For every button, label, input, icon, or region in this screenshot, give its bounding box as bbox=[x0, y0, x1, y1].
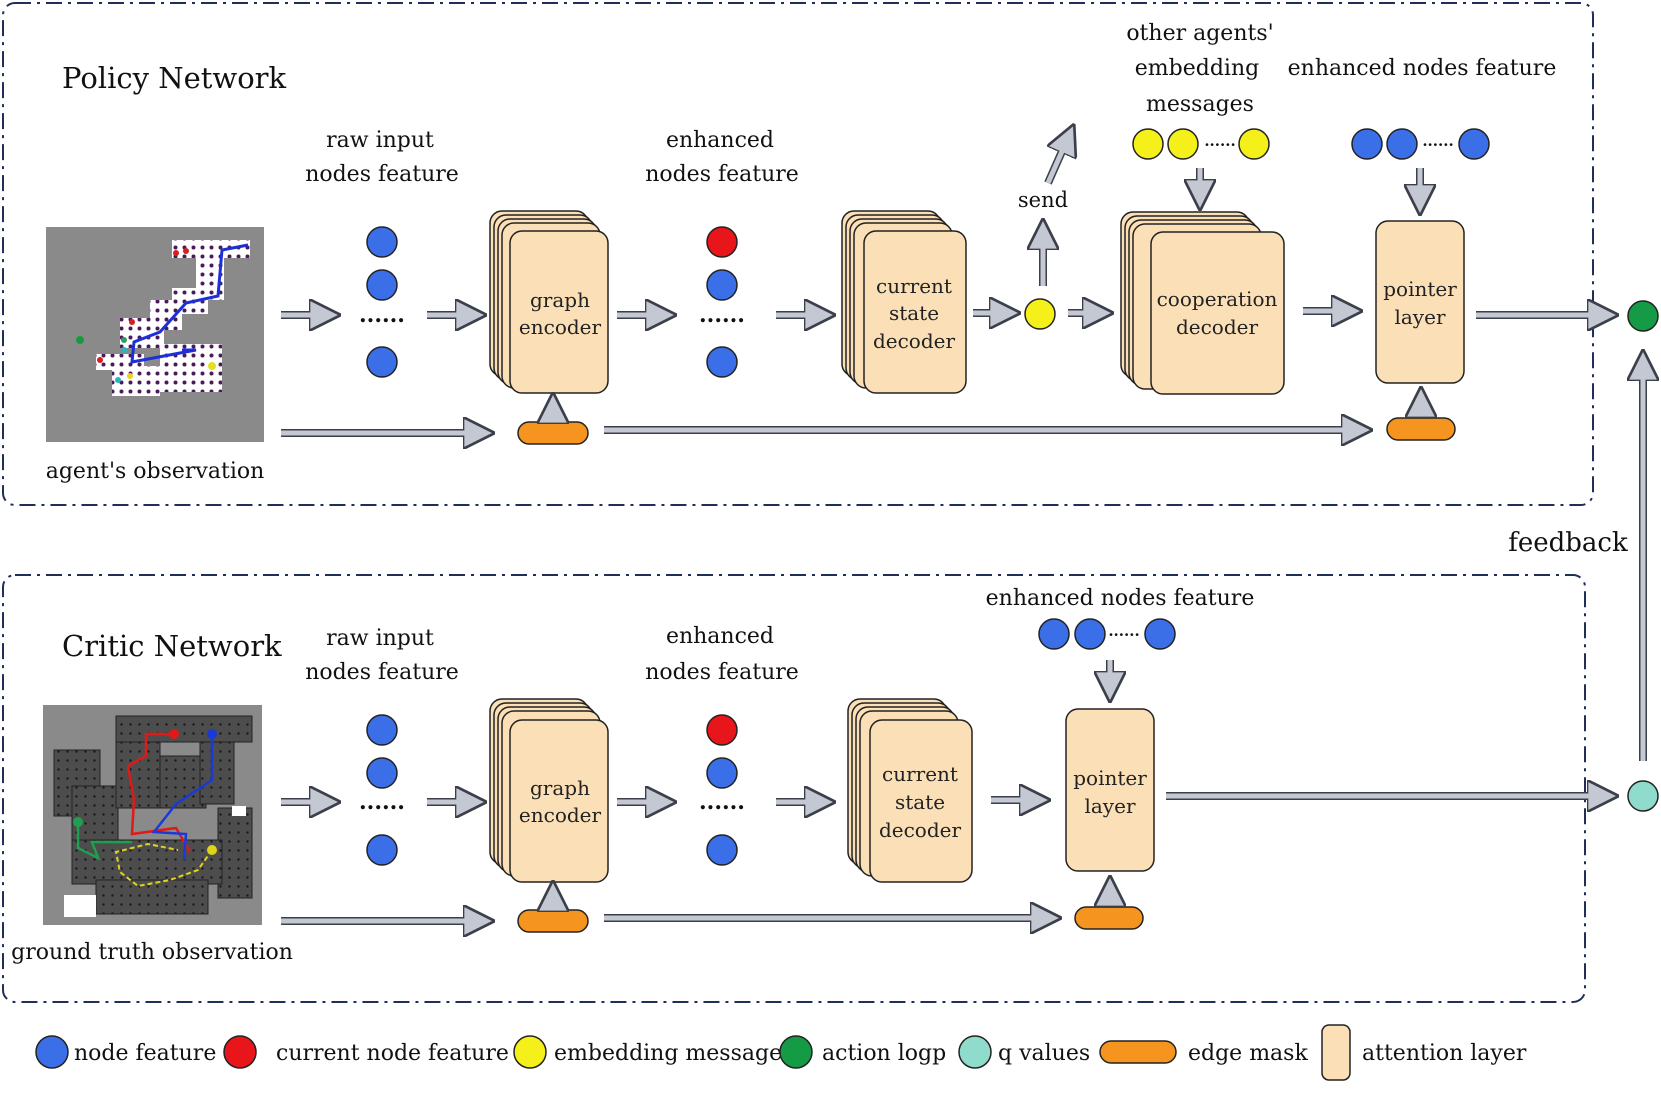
other-agents-line2: embedding bbox=[1135, 56, 1259, 81]
state-decoder-line3: decoder bbox=[879, 818, 962, 842]
critic-network-frame bbox=[2, 574, 1586, 1003]
ellipsis: ...... bbox=[699, 789, 745, 815]
embedding-message-icon bbox=[513, 1035, 547, 1069]
edge-mask bbox=[517, 421, 589, 445]
current-node-feature bbox=[706, 226, 738, 258]
node-feature bbox=[1458, 128, 1490, 160]
legend-label: attention layer bbox=[1362, 1041, 1527, 1066]
current-node-feature bbox=[706, 714, 738, 746]
edge-mask bbox=[1074, 906, 1144, 930]
ground-truth-observation-image bbox=[43, 705, 262, 925]
node-feature bbox=[1038, 618, 1070, 650]
critic-raw-label-line2: nodes feature bbox=[305, 660, 459, 685]
policy-raw-label-line1: raw input bbox=[326, 128, 434, 153]
critic-enh-right-label: enhanced nodes feature bbox=[986, 586, 1255, 611]
node-feature bbox=[706, 346, 738, 378]
node-feature bbox=[366, 834, 398, 866]
current-node-icon bbox=[223, 1035, 257, 1069]
critic-enh-label-line1: enhanced bbox=[666, 624, 774, 649]
graph-encoder-line1: graph bbox=[530, 776, 590, 800]
state-decoder-line1: current bbox=[876, 274, 952, 298]
embedding-message bbox=[1167, 128, 1199, 160]
node-feature bbox=[366, 226, 398, 258]
policy-network-frame bbox=[2, 2, 1594, 506]
attention-layer-icon bbox=[1321, 1024, 1351, 1081]
policy-enh-label-line2: nodes feature bbox=[645, 162, 799, 187]
agent-observation-caption: agent's observation bbox=[46, 459, 265, 484]
node-feature bbox=[1144, 618, 1176, 650]
embedding-message bbox=[1132, 128, 1164, 160]
policy-raw-label-line2: nodes feature bbox=[305, 162, 459, 187]
send-label: send bbox=[1018, 188, 1068, 212]
critic-raw-label-line1: raw input bbox=[326, 626, 434, 651]
graph-encoder-line2: encoder bbox=[519, 803, 602, 827]
cooperation-decoder: cooperation decoder bbox=[1120, 211, 1285, 395]
critic-pointer-layer: pointer layer bbox=[1065, 708, 1155, 872]
legend: node feature current node feature embedd… bbox=[35, 1024, 1527, 1081]
node-feature bbox=[1074, 618, 1106, 650]
arrow bbox=[1045, 129, 1074, 185]
state-decoder-line2: state bbox=[895, 790, 945, 814]
policy-state-decoder: current state decoder bbox=[841, 210, 967, 394]
node-feature bbox=[366, 757, 398, 789]
ellipsis: ...... bbox=[1108, 622, 1139, 640]
graph-encoder-line2: encoder bbox=[519, 315, 602, 339]
legend-label: node feature bbox=[74, 1041, 216, 1066]
critic-network-title: Critic Network bbox=[62, 629, 282, 663]
node-feature bbox=[706, 834, 738, 866]
state-decoder-line2: state bbox=[889, 301, 939, 325]
legend-label: action logp bbox=[822, 1041, 946, 1066]
pointer-line1: pointer bbox=[1073, 766, 1147, 790]
ellipsis: ...... bbox=[359, 789, 405, 815]
ellipsis: ...... bbox=[1422, 132, 1453, 150]
policy-network-title: Policy Network bbox=[62, 61, 287, 95]
agent-observation-image bbox=[46, 227, 264, 442]
q-values bbox=[1627, 780, 1659, 812]
node-feature bbox=[1386, 128, 1418, 160]
pointer-line2: layer bbox=[1394, 305, 1445, 329]
policy-pointer-layer: pointer layer bbox=[1375, 220, 1465, 384]
ellipsis: ...... bbox=[1204, 132, 1235, 150]
q-values-icon bbox=[958, 1035, 992, 1069]
feedback-label: feedback bbox=[1508, 528, 1628, 558]
state-decoder-line3: decoder bbox=[873, 329, 956, 353]
policy-enh-label-line1: enhanced bbox=[666, 128, 774, 153]
node-feature-icon bbox=[35, 1035, 69, 1069]
node-feature bbox=[366, 269, 398, 301]
policy-graph-encoder: graph encoder bbox=[489, 210, 609, 394]
policy-enh-right-label: enhanced nodes feature bbox=[1288, 56, 1557, 81]
node-feature bbox=[366, 346, 398, 378]
action-logp-icon bbox=[779, 1035, 813, 1069]
embedding-message bbox=[1238, 128, 1270, 160]
graph-encoder-line1: graph bbox=[530, 288, 590, 312]
coop-decoder-line2: decoder bbox=[1176, 315, 1259, 339]
legend-label: q values bbox=[998, 1041, 1090, 1066]
node-feature bbox=[366, 714, 398, 746]
legend-label: current node feature bbox=[276, 1041, 509, 1066]
pointer-line2: layer bbox=[1084, 794, 1135, 818]
node-feature bbox=[1351, 128, 1383, 160]
pointer-line1: pointer bbox=[1383, 277, 1457, 301]
edge-mask-icon bbox=[1099, 1040, 1177, 1064]
node-feature bbox=[706, 757, 738, 789]
coop-decoder-line1: cooperation bbox=[1157, 287, 1278, 311]
node-feature bbox=[706, 269, 738, 301]
edge-mask bbox=[1386, 417, 1456, 441]
edge-mask bbox=[517, 909, 589, 933]
critic-graph-encoder: graph encoder bbox=[489, 698, 609, 883]
ellipsis: ...... bbox=[359, 302, 405, 328]
ellipsis: ...... bbox=[699, 302, 745, 328]
other-agents-line1: other agents' bbox=[1126, 21, 1273, 46]
legend-label: edge mask bbox=[1188, 1041, 1308, 1066]
critic-state-decoder: current state decoder bbox=[847, 698, 973, 883]
other-agents-line3: messages bbox=[1146, 92, 1254, 117]
legend-label: embedding message bbox=[554, 1041, 782, 1066]
state-decoder-line1: current bbox=[882, 762, 958, 786]
critic-enh-label-line2: nodes feature bbox=[645, 660, 799, 685]
action-logp bbox=[1627, 300, 1659, 332]
embedding-message bbox=[1024, 298, 1056, 330]
ground-truth-observation-caption: ground truth observation bbox=[11, 940, 293, 965]
